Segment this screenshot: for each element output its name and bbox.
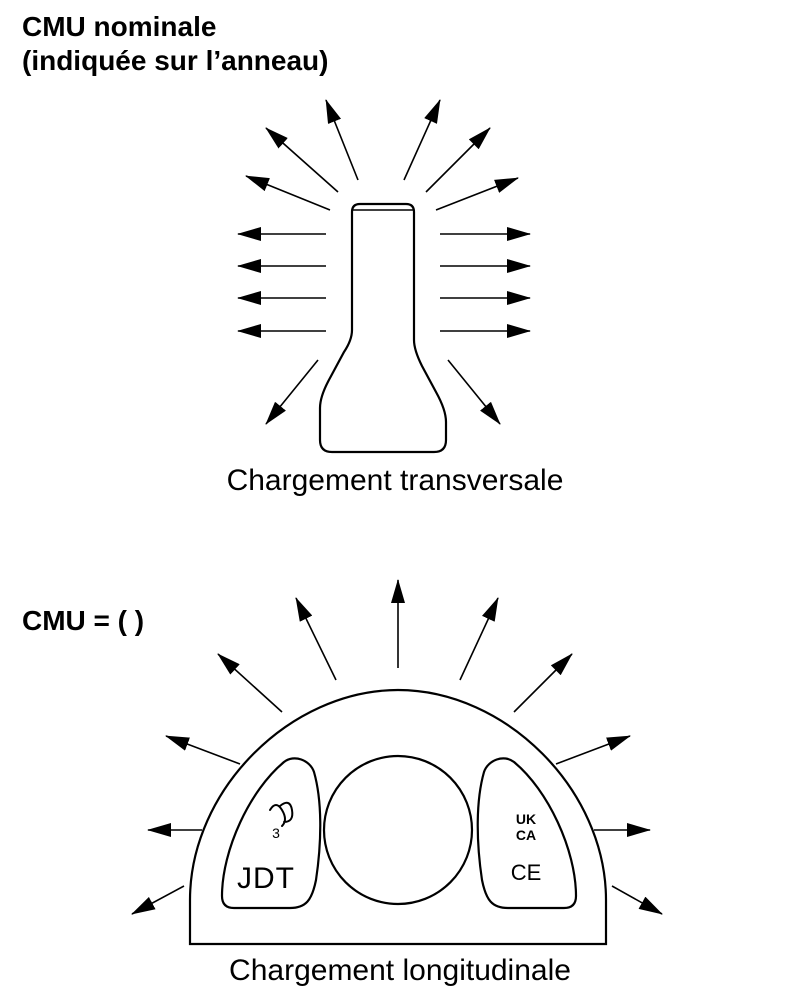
load-arrow [245,175,331,211]
load-arrow [265,359,319,425]
manufacturer-markings: 3 JDT UK CA CE [237,801,542,895]
ce-mark: CE [511,860,542,885]
rated-wll-subtitle: (indiquée sur l’anneau) [22,45,329,76]
swirl-symbol-icon [269,801,294,827]
right-slot-outline [476,757,578,910]
center-hole [322,754,474,906]
load-arrow [295,597,337,681]
ring-plate-outline [188,688,608,946]
load-arrow [435,177,519,211]
brand-logo: JDT [237,862,295,895]
load-arrow [447,359,501,425]
wll-formula-label: CMU = ( ) [22,605,145,636]
ukca-mark-line1: UK [516,811,536,827]
load-arrow [459,597,499,681]
longitudinal-loading-caption: Chargement longitudinale [229,954,571,987]
load-arrow [403,99,441,181]
class-number: 3 [272,825,280,841]
load-arrow [513,653,573,713]
transverse-loading-caption: Chargement transversale [226,464,564,497]
rated-wll-title: CMU nominale [22,11,217,42]
longitudinal-load-arrows [131,579,663,915]
load-arrow [555,735,631,765]
left-slot-outline [220,757,322,910]
load-arrow [131,885,185,915]
ring-shank-outline [318,202,448,454]
load-arrow [165,735,241,765]
load-arrow [425,127,491,193]
load-arrow [217,653,283,713]
transverse-load-arrows [237,99,531,425]
load-arrow [611,885,663,915]
load-arrow [265,127,339,193]
load-arrow [325,99,359,181]
ukca-mark-line2: CA [516,827,536,843]
